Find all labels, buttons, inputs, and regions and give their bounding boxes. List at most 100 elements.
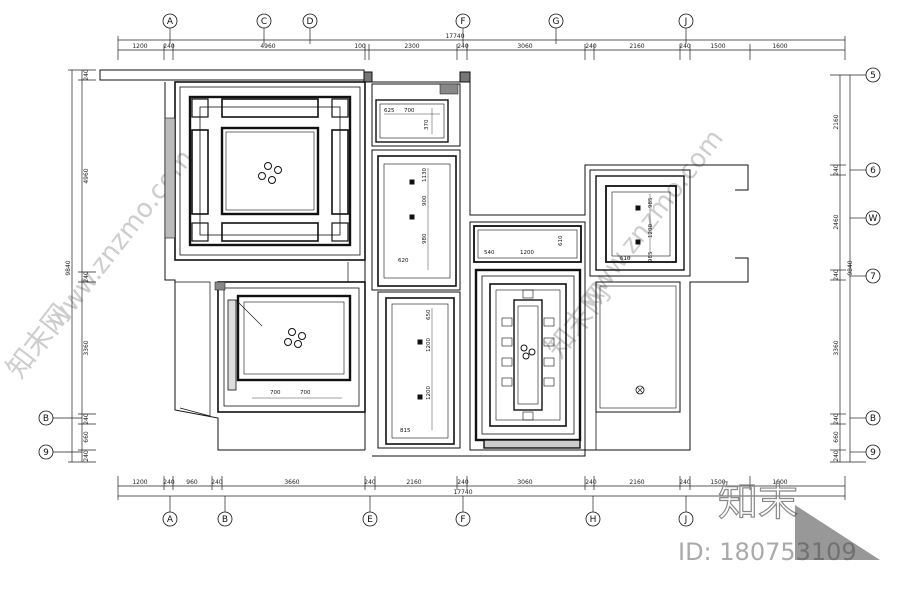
living-dim-1: 700 bbox=[270, 390, 281, 396]
right-dim-total: 9840 bbox=[847, 260, 854, 275]
right-axis-bubbles bbox=[865, 67, 881, 460]
bottom-dim-11: 2160 bbox=[629, 479, 644, 486]
right-upper-dim-1: 985 bbox=[648, 197, 654, 208]
left-dim-1: 240 bbox=[83, 69, 90, 81]
bottom-dimension-labels: 17740 1200 240 960 240 3660 240 2160 240… bbox=[132, 479, 787, 496]
dining-dim-1: 540 bbox=[484, 250, 495, 256]
top-axis-bubbles bbox=[162, 13, 694, 29]
room-upper-middle: 1130 900 980 620 bbox=[371, 149, 461, 291]
axis-top-1: A bbox=[167, 17, 174, 27]
axis-right-6: 9 bbox=[870, 448, 876, 458]
lower-mid-dim-4: 815 bbox=[400, 428, 411, 434]
room-right-lower bbox=[595, 281, 690, 451]
bottom-dim-14: 1600 bbox=[772, 479, 787, 486]
left-dim-4: 3360 bbox=[83, 340, 90, 355]
axis-top-4: F bbox=[460, 17, 465, 27]
bottom-dim-12: 240 bbox=[679, 479, 691, 486]
watermark-url-left: www.znzmo.com bbox=[42, 144, 200, 334]
lower-mid-dim-3: 1200 bbox=[426, 386, 432, 400]
right-upper-dim-3: 985 bbox=[648, 251, 654, 262]
top-dim-2: 240 bbox=[163, 43, 175, 50]
top-dim-6: 240 bbox=[457, 43, 469, 50]
living-dim-2: 700 bbox=[300, 390, 311, 396]
left-dim-total: 9840 bbox=[65, 260, 72, 275]
dining-dim-2: 1200 bbox=[520, 250, 534, 256]
left-dim-5: 240 bbox=[83, 413, 90, 425]
right-dimension-chain bbox=[830, 74, 866, 463]
top-dimension-labels: 17740 1200 240 4960 100 2300 240 3060 24… bbox=[132, 33, 787, 50]
left-axis-labels: B 9 bbox=[43, 414, 49, 458]
room-top-small: 625 700 370 bbox=[371, 83, 461, 147]
left-dim-2: 4960 bbox=[83, 168, 90, 183]
bottom-dim-9: 3060 bbox=[517, 479, 532, 486]
top-dim-9: 2160 bbox=[629, 43, 644, 50]
bottom-dim-1: 1200 bbox=[132, 479, 147, 486]
top-dimension-chain bbox=[117, 28, 846, 60]
axis-right-1: 5 bbox=[870, 71, 876, 81]
top-dim-7: 3060 bbox=[517, 43, 532, 50]
bottom-dim-13: 1500 bbox=[710, 479, 725, 486]
bottom-dim-5: 3660 bbox=[284, 479, 299, 486]
top-small-dim-3: 370 bbox=[424, 119, 430, 130]
top-dim-11: 1500 bbox=[710, 43, 725, 50]
upper-mid-dim-2: 900 bbox=[422, 195, 428, 206]
bottom-dim-2: 240 bbox=[163, 479, 175, 486]
bottom-dim-6: 240 bbox=[364, 479, 376, 486]
brand-logo-text: 知末 bbox=[718, 479, 798, 525]
exterior-walls bbox=[99, 69, 749, 457]
top-dim-1: 1200 bbox=[132, 43, 147, 50]
room-dining: 540 1200 610 bbox=[469, 221, 586, 451]
right-dim-4: 240 bbox=[833, 269, 840, 281]
axis-bottom-2: B bbox=[222, 515, 228, 525]
room-lower-middle: 650 1200 1200 815 bbox=[377, 291, 461, 449]
axis-top-2: C bbox=[261, 17, 267, 27]
brand-watermark: 知末 ID: 180753109 bbox=[678, 478, 880, 566]
left-dimension-labels: 9840 240 4960 240 3360 240 660 240 bbox=[65, 69, 90, 462]
left-dim-3: 240 bbox=[83, 271, 90, 283]
bottom-dim-7: 2160 bbox=[406, 479, 421, 486]
axis-right-4: 7 bbox=[870, 272, 876, 282]
left-axis-bubbles bbox=[38, 410, 54, 460]
top-dim-5: 2300 bbox=[404, 43, 419, 50]
right-axis-labels: 5 6 W 7 B 9 bbox=[869, 71, 878, 458]
room-upper-left bbox=[164, 81, 366, 261]
top-dim-10: 240 bbox=[679, 43, 691, 50]
dining-chairs bbox=[501, 289, 555, 421]
left-dim-6: 660 bbox=[83, 431, 90, 443]
bottom-dim-4: 240 bbox=[211, 479, 223, 486]
bottom-dim-3: 960 bbox=[186, 479, 198, 486]
left-dimension-chain bbox=[52, 69, 96, 463]
right-dim-1: 2160 bbox=[833, 114, 840, 129]
right-dim-3: 2460 bbox=[833, 214, 840, 229]
bottom-dim-8: 240 bbox=[457, 479, 469, 486]
bottom-dim-total: 17740 bbox=[453, 489, 472, 496]
axis-top-5: G bbox=[553, 17, 560, 27]
bottom-dim-10: 240 bbox=[585, 479, 597, 486]
axis-left-2: 9 bbox=[43, 448, 49, 458]
watermark-cn-left: 知末网 bbox=[0, 298, 77, 385]
axis-top-3: D bbox=[307, 17, 314, 27]
axis-bottom-1: A bbox=[167, 515, 174, 525]
right-dim-5: 3360 bbox=[833, 340, 840, 355]
axis-bottom-5: H bbox=[590, 515, 597, 525]
right-dim-7: 660 bbox=[833, 431, 840, 443]
dining-dim-3: 610 bbox=[558, 235, 564, 246]
axis-bottom-4: F bbox=[460, 515, 465, 525]
upper-mid-dim-3: 980 bbox=[422, 233, 428, 244]
bottom-axis-bubbles bbox=[162, 511, 694, 527]
left-dim-7: 240 bbox=[83, 450, 90, 462]
top-small-dim-2: 700 bbox=[404, 108, 415, 114]
upper-mid-dim-1: 1130 bbox=[422, 168, 428, 182]
right-dimension-labels: 9840 2160 240 2460 240 3360 240 660 240 bbox=[833, 114, 854, 462]
right-dim-8: 240 bbox=[833, 450, 840, 462]
axis-right-5: B bbox=[870, 414, 876, 424]
axis-bottom-3: E bbox=[367, 515, 373, 525]
axis-left-1: B bbox=[43, 414, 49, 424]
axis-right-2: 6 bbox=[870, 166, 876, 176]
right-upper-dim-2: 1200 bbox=[648, 224, 654, 238]
lower-mid-dim-2: 1200 bbox=[426, 338, 432, 352]
top-dim-3: 4960 bbox=[260, 43, 275, 50]
lower-mid-dim-1: 650 bbox=[426, 309, 432, 320]
top-axis-labels: A C D F G J bbox=[167, 17, 687, 27]
